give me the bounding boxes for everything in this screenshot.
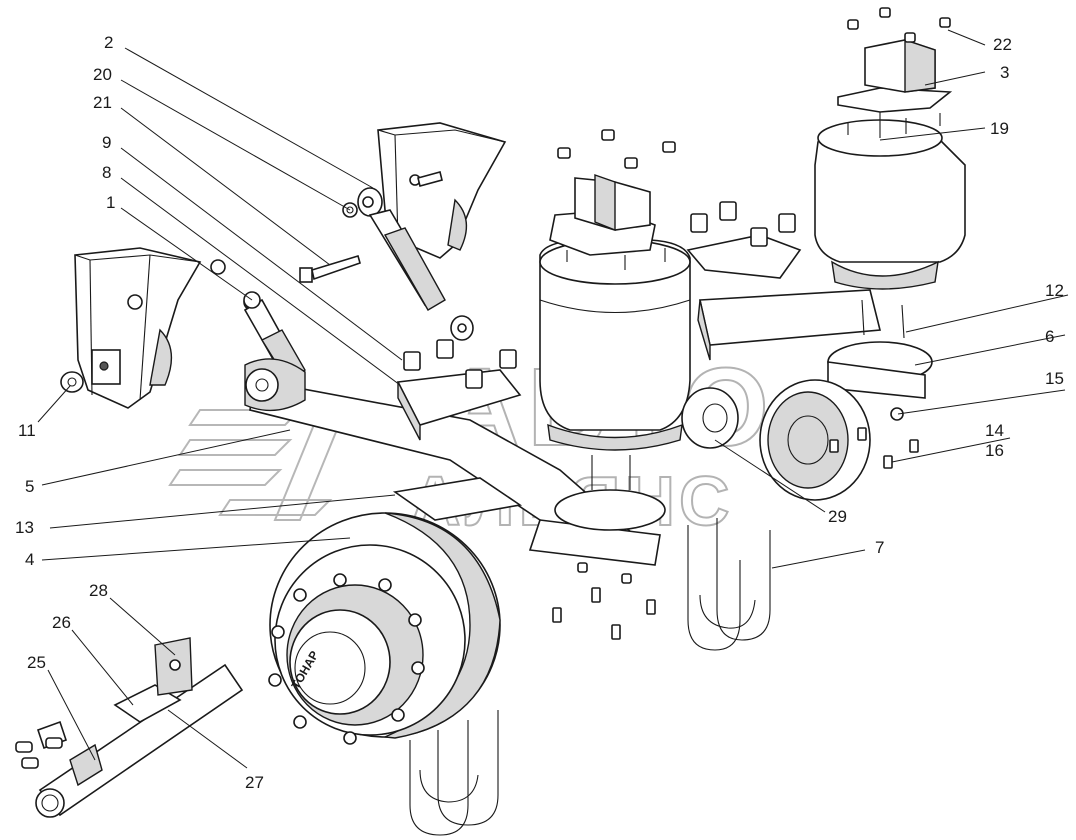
callout-20: 20: [93, 65, 112, 84]
callout-25: 25: [27, 653, 46, 672]
callout-12: 12: [1045, 281, 1064, 300]
shock-bolt: [299, 254, 361, 283]
axle-beam: [697, 289, 882, 361]
callout-15: 15: [1045, 369, 1064, 388]
brake-drum-right: [759, 379, 871, 501]
trailing-arm: [244, 358, 661, 566]
callout-26: 26: [52, 613, 71, 632]
u-bolts-lower: [409, 710, 499, 836]
sensor-bracket-assembly: [15, 637, 244, 818]
callout-13: 13: [15, 518, 34, 537]
callout-5: 5: [25, 477, 34, 496]
callout-6: 6: [1045, 327, 1054, 346]
u-bolts-7: [687, 518, 771, 651]
axle-clamp-plate-center: [686, 201, 802, 279]
nut-15: [890, 407, 904, 421]
lower-plate: [554, 455, 666, 531]
bolts-bottom: [552, 562, 656, 640]
top-nuts-22: [847, 7, 951, 43]
callouts: 2 20 21 9 8 1 11 5 13 4 28 26 25 27 22 3…: [15, 33, 1064, 792]
wheel-hub: ТОНАР: [268, 573, 425, 745]
callout-1: 1: [106, 193, 115, 212]
leader-lines: [37, 29, 1069, 769]
air-spring-right: [814, 110, 966, 290]
callout-4: 4: [25, 550, 34, 569]
callout-8: 8: [102, 163, 111, 182]
axle-clamp-plate-left: [396, 339, 522, 441]
bolts-12: [861, 299, 905, 339]
callout-2: 2: [104, 33, 113, 52]
callout-21: 21: [93, 93, 112, 112]
callout-22: 22: [993, 35, 1012, 54]
callout-11: 11: [18, 421, 36, 440]
support-plate-6: [827, 341, 933, 399]
callout-28: 28: [89, 581, 108, 600]
bracket-13: [392, 477, 523, 521]
callout-7: 7: [875, 538, 884, 557]
left-hanger-bracket: [74, 247, 202, 409]
air-spring-top-bracket-3: [837, 39, 953, 113]
air-spring-left-top-bracket: [549, 174, 656, 256]
air-spring-left: [539, 239, 691, 451]
shock-absorber-rear: [357, 187, 474, 341]
washer-11: [60, 371, 84, 393]
callout-3: 3: [1000, 63, 1009, 82]
callout-14: 14: [985, 421, 1004, 440]
callout-19: 19: [990, 119, 1009, 138]
callout-9: 9: [102, 133, 111, 152]
top-nuts-left: [557, 129, 676, 169]
callout-27: 27: [245, 773, 264, 792]
nut-8: [210, 259, 226, 275]
bolts-14-16: [829, 427, 919, 469]
callout-16: 16: [985, 441, 1004, 460]
brake-chamber-29: [681, 387, 739, 449]
callout-29: 29: [828, 507, 847, 526]
